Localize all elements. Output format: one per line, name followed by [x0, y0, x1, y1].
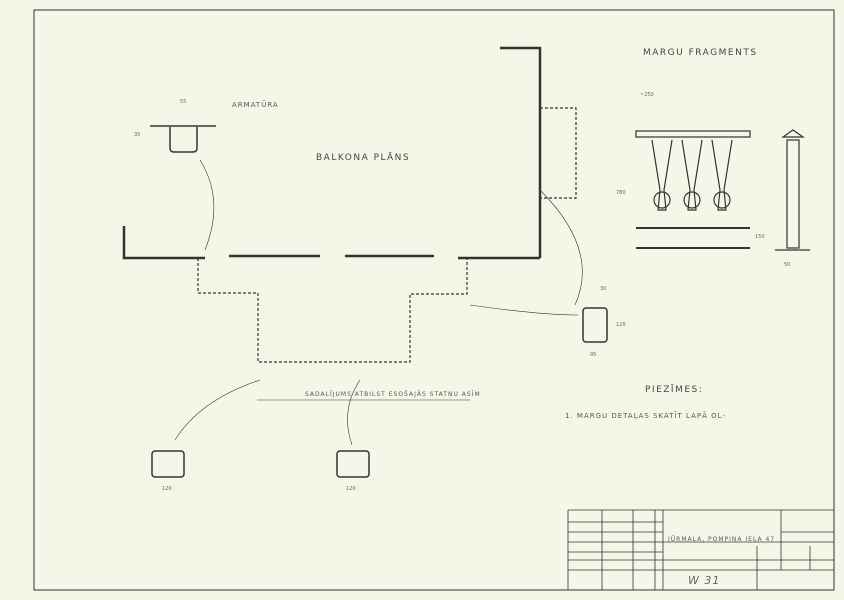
baluster-2	[681, 139, 703, 211]
dim-250: ~250	[640, 92, 654, 98]
balcony-plan-title: BALKONA PLĀNS	[316, 153, 411, 163]
reinforcement-label: ARMATŪRA	[232, 101, 279, 109]
dim-120-right: 120	[616, 322, 626, 328]
detail-section-right	[582, 307, 608, 343]
railing-plan	[197, 107, 577, 363]
dim-150: 150	[755, 234, 765, 240]
detail-section-left	[151, 450, 185, 478]
sheet-border	[33, 9, 835, 591]
dim-120-middle: 120	[346, 486, 356, 492]
leader-lines	[174, 159, 583, 446]
baluster-1	[651, 139, 673, 211]
detail-section-middle	[336, 450, 370, 478]
sheet-number: W 31	[688, 574, 721, 587]
title-block	[567, 509, 834, 590]
detail-top	[150, 125, 216, 153]
dim-55: 55	[180, 99, 187, 105]
title-block-address: JŪRMALA, POMPIŅA IELA 47	[668, 536, 776, 543]
balcony-walls	[122, 46, 542, 260]
dim-50: 50	[784, 262, 791, 268]
railing-fragment-title: MARGU FRAGMENTS	[643, 48, 758, 58]
railing-elevation	[635, 129, 810, 251]
axis-note: SADALĪJUMS ATBILST ESOŠAJĀS STATŅU ASĪM	[305, 391, 481, 398]
dim-95: 95	[590, 352, 597, 358]
notes-heading: PIEZĪMES:	[645, 385, 704, 395]
dim-120-left: 120	[162, 486, 172, 492]
dim-780: 780	[616, 190, 626, 196]
dim-30: 30	[600, 286, 607, 292]
baluster-3	[711, 139, 733, 211]
dim-35: 35	[134, 132, 141, 138]
note-1: 1. MARGU DETAĻAS SKATĪT LAPĀ OL-	[565, 412, 726, 420]
